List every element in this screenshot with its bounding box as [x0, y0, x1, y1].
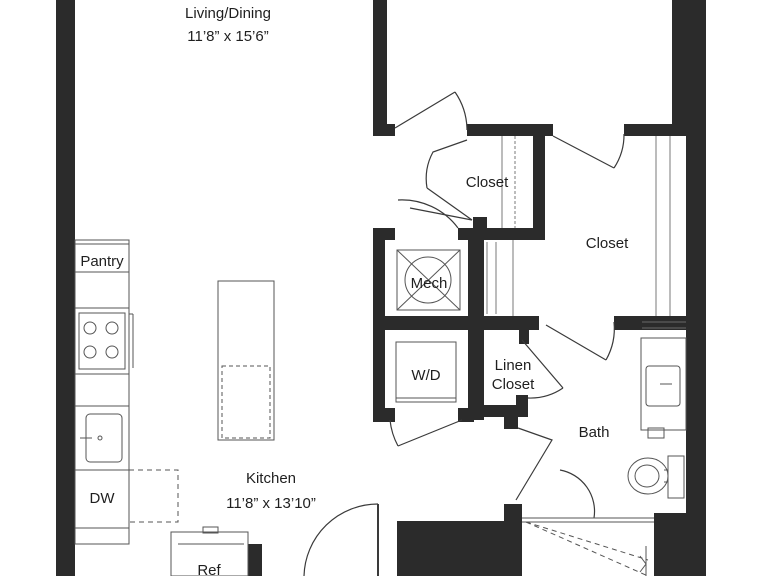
door-swings — [303, 91, 625, 576]
bath-wall — [614, 316, 686, 330]
closet-wall — [467, 124, 553, 136]
upper-closet-door-leaf — [426, 187, 473, 221]
kitchen-dims: 11’8” x 13’10” — [226, 495, 316, 512]
upper-partition-wall — [373, 0, 387, 136]
washer-dryer-label: W/D — [411, 367, 441, 384]
dishwasher-label: DW — [89, 490, 115, 507]
linen-wall — [516, 395, 528, 409]
kitchen-counter — [74, 239, 130, 545]
cooktop — [78, 312, 126, 370]
right-closet-label: Closet — [585, 235, 629, 252]
upper-closet-door-arc — [425, 139, 468, 189]
upper-right-wall — [672, 0, 686, 136]
closet-shelving — [486, 136, 686, 329]
mech-unit — [396, 249, 461, 311]
living-dining-dims: 11’8” x 15’6” — [187, 28, 269, 45]
shower-door — [559, 469, 596, 519]
wd-door-arc — [389, 419, 399, 447]
mech-door-arc — [397, 199, 459, 229]
bath-closet-door-leaf — [545, 324, 607, 361]
linen-line1: Linen — [494, 357, 532, 374]
wall-stub — [373, 124, 395, 136]
living-dining-label: Living/Dining 11’8” x 15’6” — [148, 4, 308, 46]
linen-wall — [519, 330, 529, 344]
lower-right-wall — [654, 513, 686, 576]
burner — [83, 321, 97, 335]
left-exterior-wall — [56, 0, 75, 576]
right-exterior-wall — [686, 0, 706, 576]
right-closet-door-leaf — [552, 135, 615, 169]
bath-fixtures — [522, 337, 687, 576]
mech-door-leaf — [409, 207, 473, 221]
linen-door-leaf — [521, 339, 564, 389]
walls — [56, 0, 706, 576]
bath-door-leaf — [515, 427, 553, 501]
upper-closet-label: Closet — [465, 174, 509, 191]
patio-door-leaf — [394, 91, 456, 129]
burner — [105, 321, 119, 335]
washer-dryer — [395, 341, 457, 403]
mech-wall — [373, 408, 395, 422]
refrigerator — [170, 531, 249, 576]
linen-closet-label: Linen Closet — [478, 356, 548, 394]
bath-closet-door-arc — [605, 321, 615, 361]
bath-sink — [645, 365, 681, 407]
entry-wall — [504, 504, 522, 576]
burner — [105, 345, 119, 359]
toilet-bowl — [627, 457, 669, 495]
kitchen — [74, 239, 249, 576]
kitchen-island — [217, 280, 275, 441]
entry-wall — [397, 521, 504, 576]
pantry-label: Pantry — [80, 253, 124, 270]
wall-stub — [624, 124, 686, 136]
bath-label: Bath — [578, 424, 610, 441]
dishwasher-outline — [128, 469, 179, 523]
right-closet-door-arc — [613, 133, 625, 169]
mech-wall — [373, 228, 385, 422]
mech-label: Mech — [410, 275, 448, 292]
kitchen-name: Kitchen — [245, 470, 297, 487]
patio-door-arc — [454, 91, 468, 131]
linen-line2: Closet — [491, 376, 535, 393]
core-wall — [458, 408, 474, 422]
linen-wall — [504, 405, 518, 429]
refrigerator-label: Ref — [197, 562, 221, 579]
mid-wall — [385, 316, 539, 330]
toilet-tank — [667, 455, 685, 499]
linen-door-arc — [527, 387, 564, 399]
entry-door-arc — [303, 503, 379, 576]
kitchen-label: Kitchen 11’8” x 13’10” — [196, 469, 346, 513]
burner — [83, 345, 97, 359]
closet-wall — [533, 124, 545, 240]
ref-wall — [248, 544, 262, 576]
living-dining-name: Living/Dining — [185, 5, 271, 22]
wd-door-leaf — [397, 419, 463, 447]
